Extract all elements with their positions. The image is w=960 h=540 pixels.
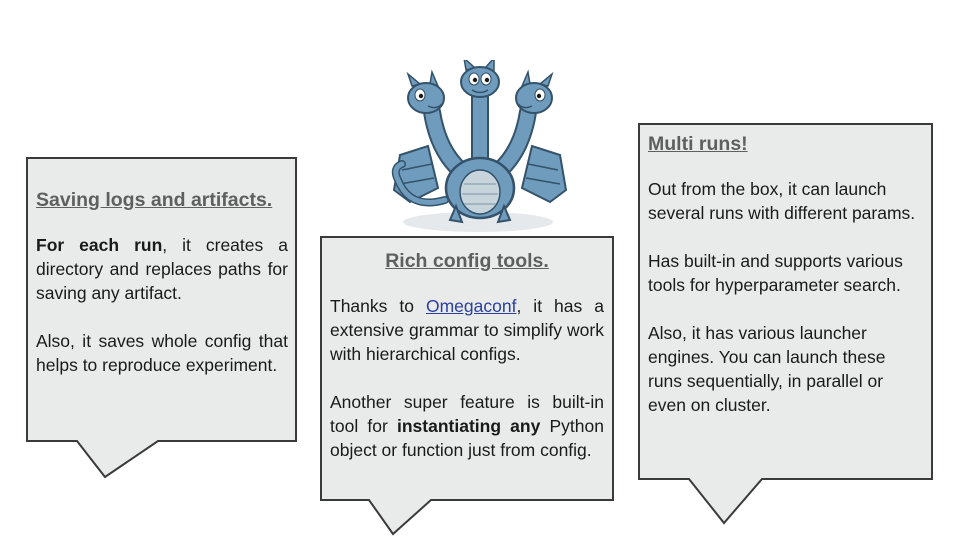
- callout-paragraph: Also, it has various launcher engines. Y…: [648, 323, 886, 415]
- logs-artifacts-callout: Saving logs and artifacts. For each run,…: [26, 157, 297, 479]
- bold-text: instantiating any: [396, 416, 541, 436]
- bold-text: For each run: [36, 235, 163, 255]
- multi-runs-callout: Multi runs! Out from the box, it can lau…: [638, 123, 933, 525]
- callout-title: Saving logs and artifacts.: [36, 189, 273, 211]
- callout-shape: [320, 236, 614, 536]
- paragraph-text: Python object or function just from conf…: [330, 416, 604, 460]
- paragraph-text: Another super feature is built-in tool f…: [330, 392, 604, 436]
- callout-paragraph: Thanks to Omegaconf, it has a extensive …: [330, 294, 604, 366]
- callout-paragraph: Another super feature is built-in tool f…: [330, 390, 604, 462]
- callout-paragraph: Has built-in and supports various tools …: [648, 251, 903, 295]
- callout-content: Rich config tools. Thanks to Omegaconf, …: [330, 248, 604, 462]
- omegaconf-link[interactable]: Omegaconf: [425, 296, 517, 316]
- callout-title: Rich config tools.: [385, 250, 549, 272]
- paragraph-text: Thanks to: [330, 296, 426, 316]
- callout-content: Saving logs and artifacts. For each run,…: [36, 187, 288, 377]
- callout-shape: [638, 123, 933, 525]
- callout-content: Multi runs! Out from the box, it can lau…: [648, 131, 924, 417]
- callout-shape: [26, 157, 297, 479]
- paragraph-text: , it has a extensive grammar to simplify…: [330, 296, 604, 364]
- callout-paragraph: Out from the box, it can launch several …: [648, 179, 916, 223]
- callout-title: Multi runs!: [648, 133, 748, 155]
- paragraph-text: , it creates a directory and replaces pa…: [36, 235, 288, 303]
- config-tools-callout: Rich config tools. Thanks to Omegaconf, …: [320, 236, 614, 536]
- callout-paragraph: For each run, it creates a directory and…: [36, 233, 288, 305]
- callout-paragraph: Also, it saves whole config that helps t…: [36, 331, 288, 375]
- hydra-dragon-logo-icon: [391, 60, 568, 232]
